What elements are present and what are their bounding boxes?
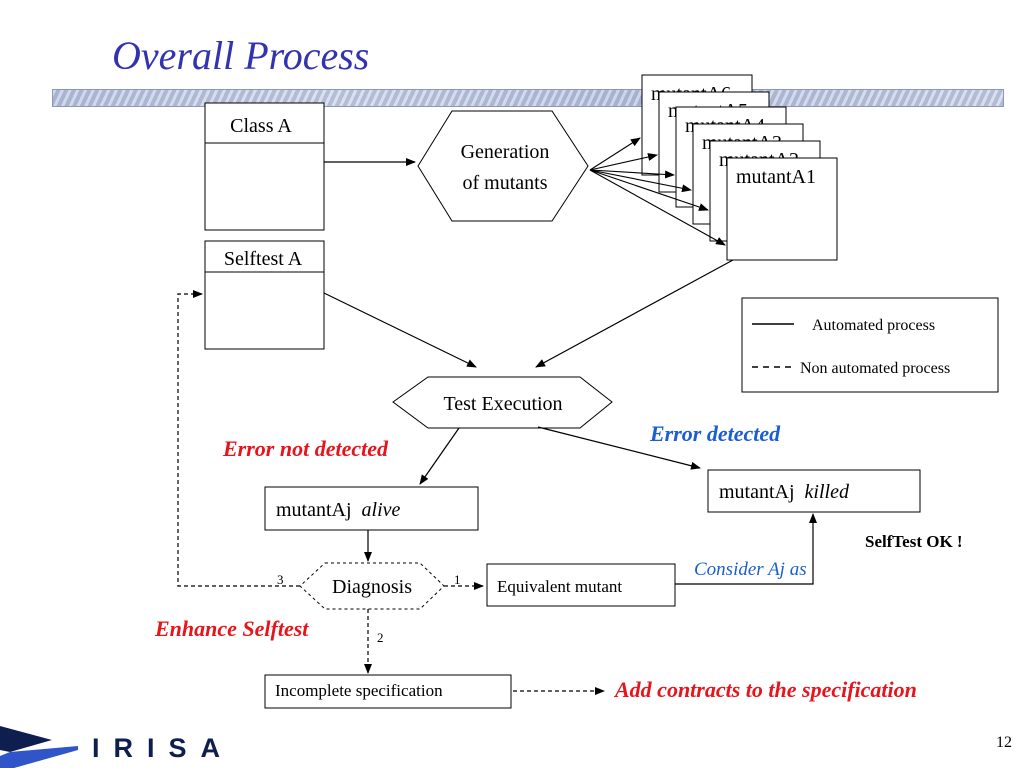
irisa-logo xyxy=(0,726,78,768)
legend-automated-label: Automated process xyxy=(812,317,935,334)
mutant-killed-box: mutantAj killed xyxy=(707,469,921,513)
mutant-killed-text: mutantAj killed xyxy=(719,481,850,503)
slide-title: Overall Process xyxy=(112,33,370,78)
equivalent-mutant-label: Equivalent mutant xyxy=(497,577,622,596)
selftest-a-box: Selftest A xyxy=(204,240,325,350)
diagnosis-label: Diagnosis xyxy=(332,576,412,598)
incomplete-spec-label: Incomplete specification xyxy=(275,681,443,700)
test-execution-label: Test Execution xyxy=(443,393,562,415)
edge-label-3: 3 xyxy=(277,572,284,587)
enhance-selftest-label: Enhance Selftest xyxy=(154,616,309,641)
test-execution-node: Test Execution xyxy=(392,376,613,429)
generation-label-line1: Generation xyxy=(461,141,550,163)
selftest-ok-label: SelfTest OK ! xyxy=(865,532,963,551)
mutant-stack: mutantA6 mutantA5 mutantA4 mutantA3 muta… xyxy=(641,74,838,261)
mutant-alive-state: alive xyxy=(362,499,401,521)
page-number: 12 xyxy=(996,734,1012,751)
arrow-equivalent-to-killed xyxy=(675,513,817,585)
consider-as-label: Consider Aj as xyxy=(694,559,807,580)
arrow-execution-to-alive xyxy=(419,427,460,485)
mutant-a1-label: mutantA1 xyxy=(736,166,816,188)
mutant-killed-name: mutantAj xyxy=(719,481,795,503)
add-contracts-label: Add contracts to the specification xyxy=(613,677,917,702)
arrow-selftest-to-execution xyxy=(323,292,477,368)
class-a-box: Class A xyxy=(204,102,325,231)
mutant-card-a1: mutantA1 xyxy=(726,157,838,261)
equivalent-mutant-box: Equivalent mutant xyxy=(486,563,676,607)
edge-label-1: 1 xyxy=(454,572,461,587)
arrow-diagnosis-to-selftest xyxy=(177,290,300,587)
selftest-a-label: Selftest A xyxy=(224,248,303,270)
mutant-alive-name: mutantAj xyxy=(276,499,352,521)
irisa-logo-text: IRISA xyxy=(92,733,235,763)
mutant-alive-box: mutantAj alive xyxy=(264,486,479,531)
generation-of-mutants-node: Generation of mutants xyxy=(417,110,589,222)
edge-label-2: 2 xyxy=(377,630,384,645)
generation-fan-arrows xyxy=(589,137,726,246)
legend-non-automated-label: Non automated process xyxy=(800,360,950,377)
mutant-killed-state: killed xyxy=(805,481,850,503)
incomplete-spec-box: Incomplete specification xyxy=(264,674,512,709)
generation-label-line2: of mutants xyxy=(463,172,548,194)
mutant-alive-text: mutantAj alive xyxy=(276,499,401,521)
arrow-mutants-to-execution xyxy=(535,259,734,368)
legend-box: Automated process Non automated process xyxy=(741,297,999,393)
error-not-detected-label: Error not detected xyxy=(222,436,389,461)
diagnosis-node: Diagnosis xyxy=(299,562,445,610)
class-a-label: Class A xyxy=(230,115,292,137)
arrow-execution-to-killed xyxy=(537,426,701,470)
error-detected-label: Error detected xyxy=(649,421,781,446)
